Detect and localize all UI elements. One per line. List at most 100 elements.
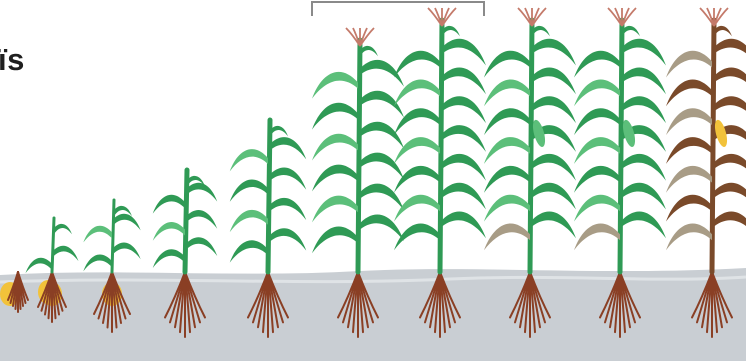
stalk [112,200,114,272]
tassel-branch [360,28,374,46]
leaf [484,51,530,78]
tassel-branch [532,8,546,26]
leaf [530,183,576,210]
leaf [574,166,620,193]
leaf [620,154,666,181]
leaf [484,224,530,251]
leaf [394,137,440,164]
leaf [440,183,486,210]
leaf [312,227,358,254]
leaf [442,26,460,36]
leaf [394,166,440,193]
leaf [83,226,112,243]
leaf [484,108,530,135]
leaf [440,125,486,152]
leaf [394,80,440,107]
leaf [83,255,112,272]
leaf [268,137,306,159]
leaf [358,215,404,242]
leaf [185,183,217,202]
leaf [620,96,666,123]
leaf [484,166,530,193]
leaf [530,68,576,95]
leaf [112,214,141,231]
leaf [484,195,530,222]
leaf [52,246,78,261]
leaf [574,224,620,251]
tassel-branch [428,8,442,26]
leaf [312,165,358,192]
leaf [574,108,620,135]
stalk [530,20,532,272]
leaf [230,149,268,171]
leaf [712,212,746,239]
leaf [312,72,358,99]
leaf [712,68,746,95]
leaf [394,224,440,251]
tassel-branch [346,28,360,46]
leaf [26,258,52,273]
leaf [530,212,576,239]
leaf [153,249,185,268]
leaf [712,154,746,181]
leaf [714,26,732,36]
tassel-branch [700,8,714,26]
leaf [620,212,666,239]
leaf [666,137,712,164]
tassel-branch [608,8,622,26]
leaf [268,168,306,190]
leaf [530,39,576,66]
leaf [666,80,712,107]
leaf [153,222,185,241]
leaf [620,39,666,66]
leaf [312,134,358,161]
leaf [712,183,746,210]
stalk [440,20,442,272]
leaf [620,183,666,210]
leaf [312,103,358,130]
stalk [620,20,622,272]
tassel-branch [622,8,636,26]
leaf [185,210,217,229]
leaf [532,26,550,36]
leaf [268,228,306,250]
leaf [712,96,746,123]
leaf [622,26,640,36]
leaf [358,91,404,118]
stalk [268,120,270,272]
leaf [360,46,378,56]
tassel-branch [518,8,532,26]
leaf [574,137,620,164]
leaf [666,108,712,135]
leaf [620,68,666,95]
tassel-branch [442,8,456,26]
leaf [440,68,486,95]
leaf [268,198,306,220]
leaf [574,80,620,107]
stalk [52,218,54,272]
leaf [153,195,185,214]
leaf [270,126,288,136]
leaf [574,51,620,78]
leaf [666,195,712,222]
leaf [440,39,486,66]
leaf [358,122,404,149]
leaf [230,210,268,232]
tassel-branch [714,8,728,26]
leaf [666,51,712,78]
leaf [484,137,530,164]
leaf [230,240,268,262]
leaf [712,39,746,66]
stage-bracket [312,2,484,16]
leaf [484,80,530,107]
leaf [574,195,620,222]
leaf [112,243,141,260]
leaf [440,154,486,181]
leaf [394,195,440,222]
leaf [230,180,268,202]
leaf [666,224,712,251]
leaf [440,96,486,123]
stalk [712,20,714,272]
